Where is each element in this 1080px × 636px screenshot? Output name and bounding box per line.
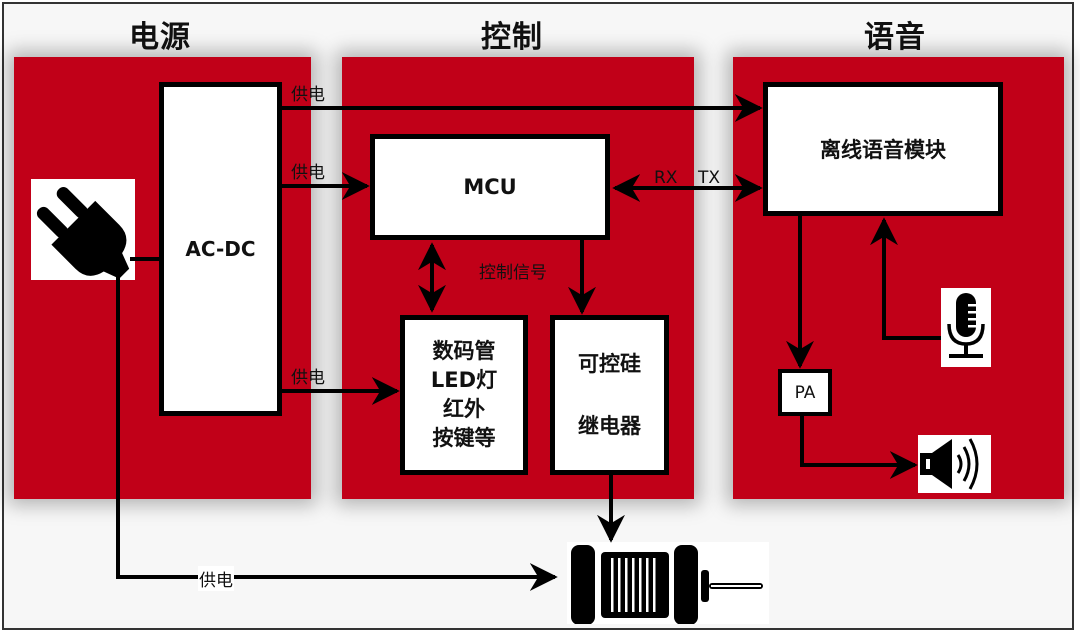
label-rx: RX: [654, 168, 678, 188]
wire-plug-to-motor: [116, 260, 558, 591]
acdc-label: AC-DC: [185, 237, 256, 261]
label-supply-io: 供电: [291, 368, 325, 388]
microphone-icon: [941, 288, 991, 367]
wire-pa-to-speaker: [800, 416, 918, 479]
mcu-block: MCU: [370, 134, 610, 240]
label-supply-mcu: 供电: [291, 163, 325, 183]
display-io-line: 红外: [443, 397, 485, 421]
actuator-line: 继电器: [578, 414, 641, 438]
voice-module-label: 离线语音模块: [820, 138, 946, 162]
actuator-block: 可控硅 继电器: [550, 315, 669, 475]
mcu-label: MCU: [463, 175, 517, 199]
pa-block: PA: [778, 369, 832, 416]
display-io-block: 数码管 LED灯 红外 按键等: [400, 315, 528, 475]
acdc-block: AC-DC: [159, 82, 282, 416]
display-io-line: 按键等: [432, 426, 496, 450]
label-supply-motor: 供电: [198, 566, 234, 591]
label-supply-top: 供电: [291, 85, 325, 105]
label-tx: TX: [698, 168, 721, 188]
section-title-power: 电源: [129, 20, 191, 55]
display-io-line: LED灯: [430, 368, 498, 392]
display-io-line: 数码管: [432, 339, 496, 363]
label-control-signal: 控制信号: [479, 263, 547, 283]
actuator-line: 可控硅: [578, 352, 641, 376]
voice-module-block: 离线语音模块: [763, 82, 1003, 216]
wire-mic-to-voice: [870, 217, 941, 340]
pa-label: PA: [794, 382, 816, 403]
motor-icon: [567, 542, 769, 625]
speaker-icon: [918, 435, 991, 493]
section-title-voice: 语音: [864, 20, 926, 55]
section-title-control: 控制: [481, 20, 543, 55]
